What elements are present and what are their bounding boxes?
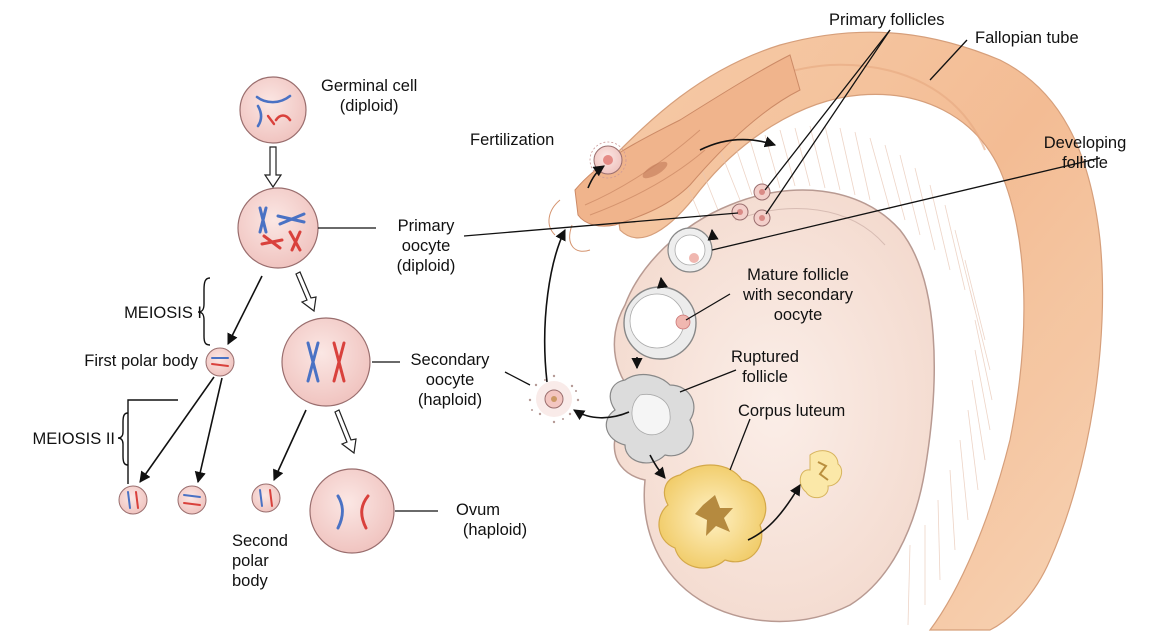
ruptured-follicle-line-2: follicle: [720, 367, 810, 387]
second-polar-body-cell: [252, 484, 280, 512]
secondary-oocyte-cell: [282, 318, 370, 406]
polar-body-a: [119, 486, 147, 514]
label-corpus-luteum: Corpus luteum: [738, 401, 845, 421]
mature-follicle-shape: [624, 287, 696, 359]
germinal-cell-line-1: Germinal cell: [321, 76, 417, 96]
secondary-oocyte-line-1: Secondary: [400, 350, 500, 370]
primary-oocyte-line-3: (diploid): [376, 256, 476, 276]
label-second-polar-body: Second polar body: [232, 531, 288, 591]
developing-follicle-line-2: follicle: [1025, 153, 1145, 173]
primary-oocyte-cell: [238, 188, 318, 268]
label-first-polar-body: First polar body: [30, 351, 198, 371]
germinal-cell: [240, 77, 306, 143]
ovum-line-1: Ovum: [440, 500, 550, 520]
secondary-oocyte-line-3: (haploid): [400, 390, 500, 410]
second-polar-body-line-1: Second: [232, 531, 288, 551]
label-ovum: Ovum (haploid): [440, 500, 550, 540]
second-polar-body-line-2: polar: [232, 551, 288, 571]
released-oocyte: [529, 375, 579, 423]
label-mature-follicle: Mature follicle with secondary oocyte: [728, 265, 868, 325]
label-ruptured-follicle: Ruptured follicle: [720, 347, 810, 387]
label-fallopian-tube: Fallopian tube: [975, 28, 1079, 48]
mature-follicle-line-3: oocyte: [728, 305, 868, 325]
developing-follicle-shape: [668, 228, 712, 272]
developing-follicle-line-1: Developing: [1025, 133, 1145, 153]
ovum-cell: [310, 469, 394, 553]
secondary-oocyte-line-2: oocyte: [400, 370, 500, 390]
primary-oocyte-line-2: oocyte: [376, 236, 476, 256]
label-germinal-cell: Germinal cell (diploid): [321, 76, 417, 116]
label-meiosis-1: MEIOSIS I: [105, 303, 202, 323]
label-primary-follicles: Primary follicles: [829, 10, 945, 30]
label-meiosis-2: MEIOSIS II: [5, 429, 115, 449]
first-polar-body-cell: [206, 348, 234, 376]
label-secondary-oocyte: Secondary oocyte (haploid): [400, 350, 500, 410]
ovum-line-2: (haploid): [440, 520, 550, 540]
second-polar-body-line-3: body: [232, 571, 288, 591]
primary-oocyte-line-1: Primary: [376, 216, 476, 236]
ruptured-follicle-line-1: Ruptured: [720, 347, 810, 367]
label-developing-follicle: Developing follicle: [1025, 133, 1145, 173]
mature-follicle-line-2: with secondary: [728, 285, 868, 305]
germinal-cell-line-2: (diploid): [321, 96, 417, 116]
polar-body-b: [178, 486, 206, 514]
label-fertilization: Fertilization: [470, 130, 554, 150]
mature-follicle-line-1: Mature follicle: [728, 265, 868, 285]
label-primary-oocyte: Primary oocyte (diploid): [376, 216, 476, 276]
